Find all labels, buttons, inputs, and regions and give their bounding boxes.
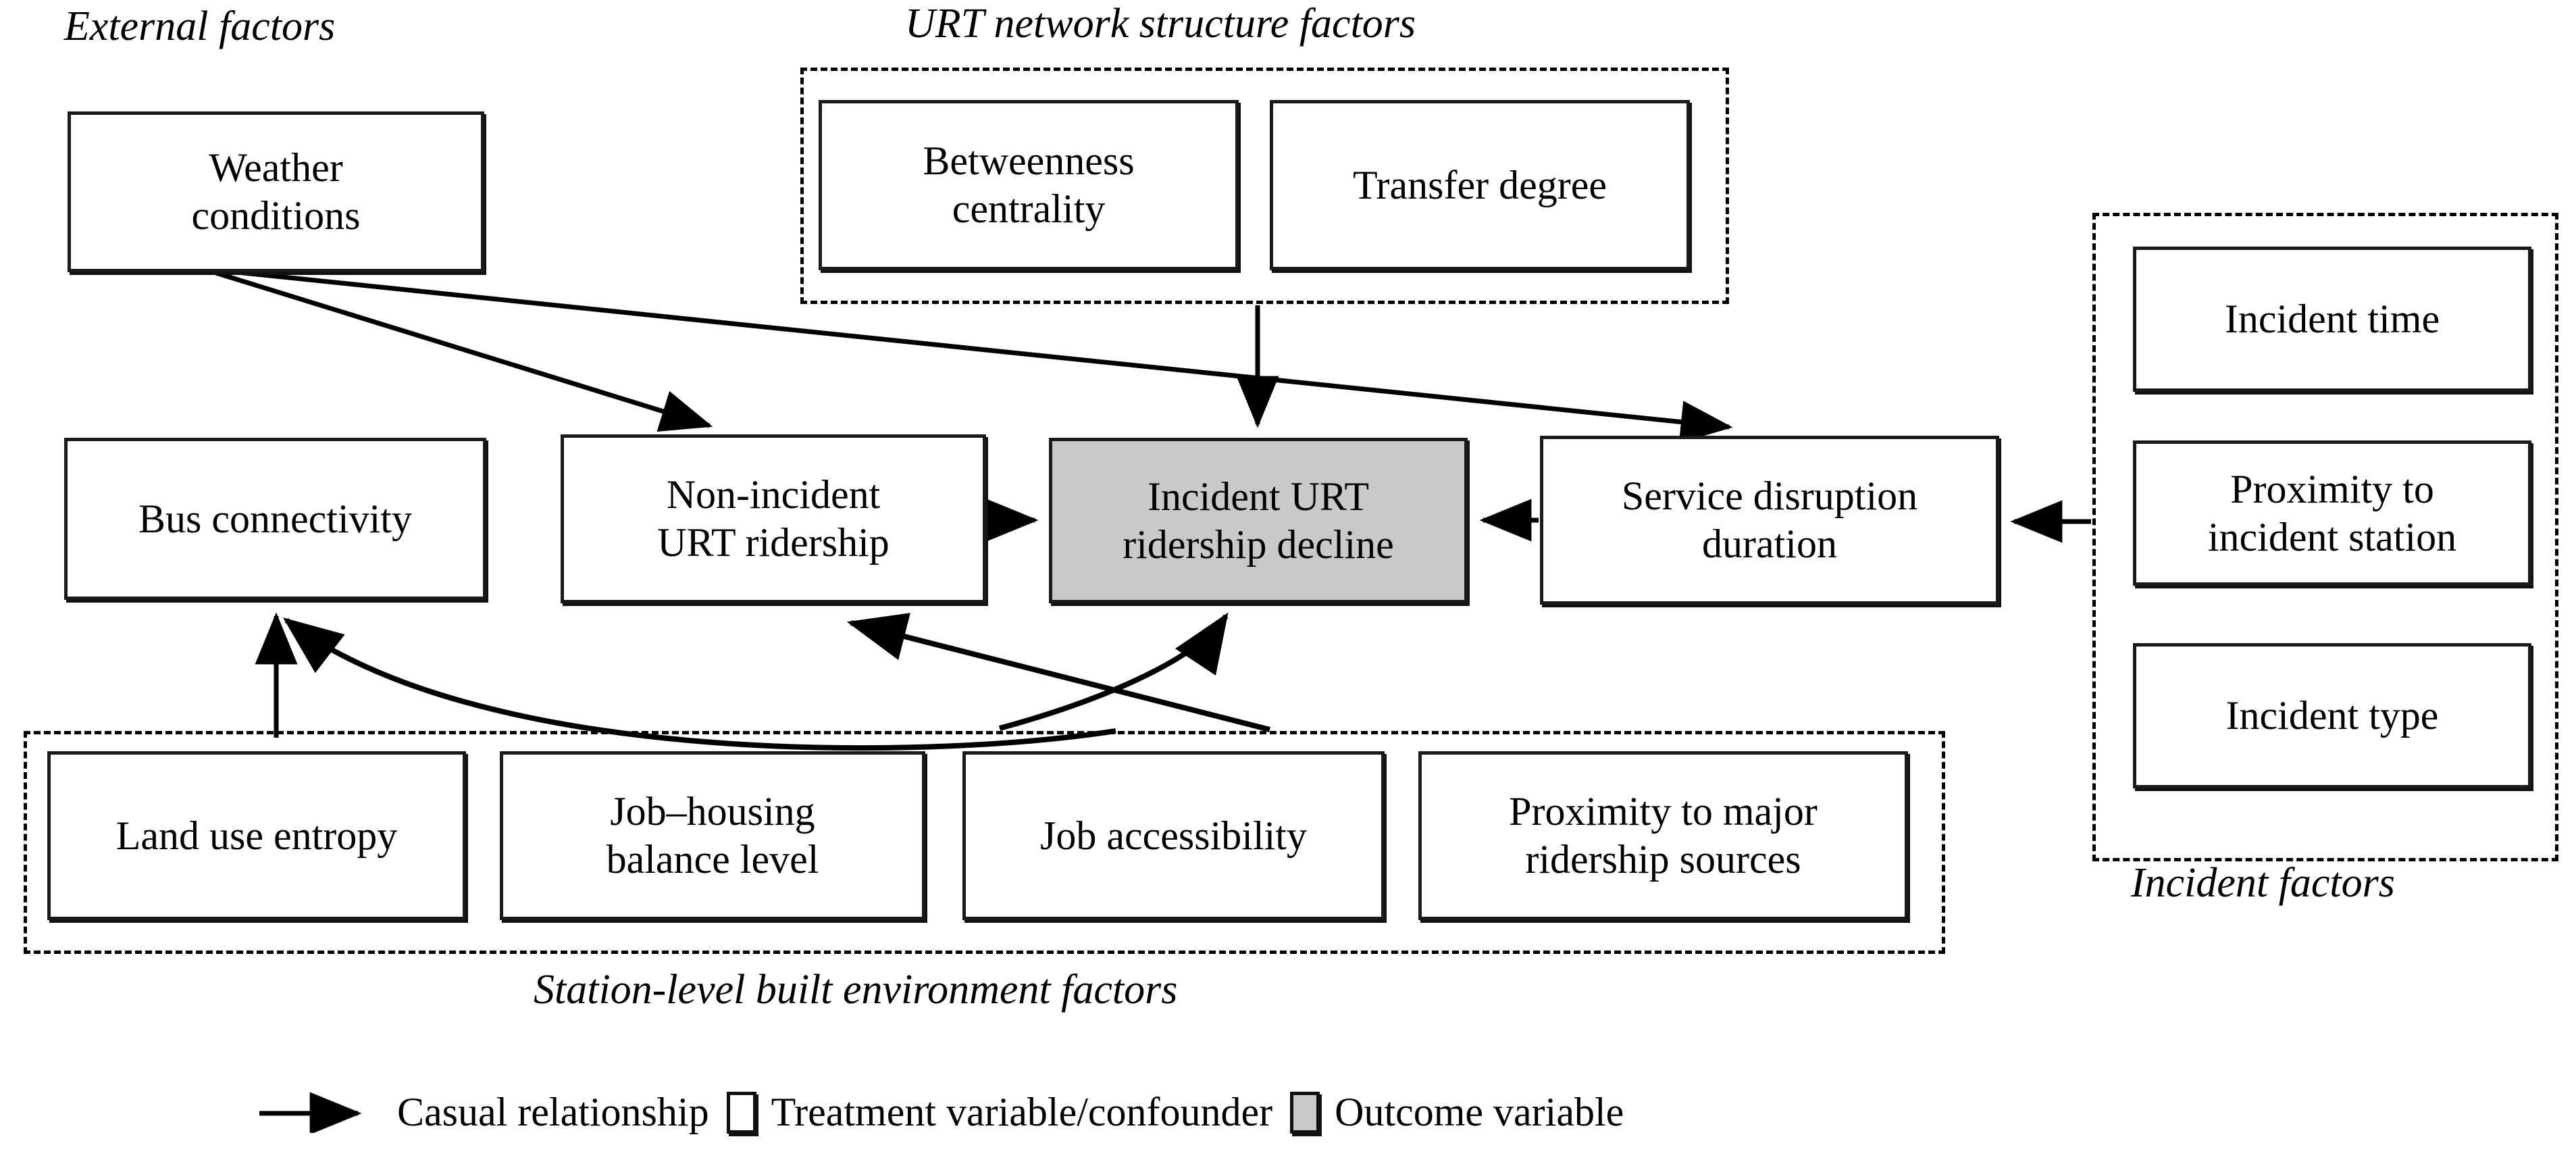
legend-label-outcome: Outcome variable [1335, 1090, 1624, 1134]
group-label-urt-network: URT network structure factors [905, 1, 1416, 47]
legend-item-outcome: Outcome variable [1272, 1089, 1624, 1136]
edge-builtenv-to-bus-curved [282, 617, 1116, 751]
edge-builtenv-to-nonincident [846, 613, 1270, 732]
arrow-icon [259, 1092, 362, 1133]
node-label: Land use entropy [115, 813, 398, 858]
node-label: Betweenness centrality [923, 138, 1135, 231]
node-incident-urt-ridership-decline[interactable]: Incident URT ridership decline [1049, 438, 1468, 603]
group-label-incident: Incident factors [2131, 860, 2395, 906]
node-betweenness-centrality[interactable]: Betweenness centrality [819, 100, 1239, 270]
white-square-icon [726, 1091, 756, 1134]
node-label: Job accessibility [1040, 813, 1307, 858]
legend-label-relationship: Casual relationship [397, 1090, 709, 1134]
legend-item-treatment: Treatment variable/confounder [709, 1089, 1273, 1136]
node-incident-type[interactable]: Incident type [2133, 643, 2531, 788]
node-label: Incident type [2225, 693, 2439, 738]
node-non-incident-urt-ridership[interactable]: Non-incident URT ridership [561, 434, 986, 603]
node-land-use-entropy[interactable]: Land use entropy [47, 751, 466, 920]
node-label: Bus connectivity [138, 496, 412, 541]
edge-builtenv-to-outcome-curved [998, 612, 1229, 731]
node-label: Non-incident URT ridership [657, 472, 890, 565]
node-incident-time[interactable]: Incident time [2133, 247, 2531, 392]
node-label: Proximity to incident station [2207, 466, 2457, 559]
node-label: Job–housing balance level [606, 789, 819, 882]
node-bus-connectivity[interactable]: Bus connectivity [64, 438, 486, 600]
node-label: Proximity to major ridership sources [1509, 789, 1818, 882]
node-job-accessibility[interactable]: Job accessibility [962, 751, 1385, 920]
legend-item-relationship: Casual relationship [257, 1089, 709, 1136]
legend-label-treatment: Treatment variable/confounder [771, 1090, 1273, 1134]
node-proximity-to-incident-station[interactable]: Proximity to incident station [2133, 440, 2531, 586]
group-label-external: External factors [64, 3, 336, 49]
node-label: Service disruption duration [1621, 474, 1918, 566]
node-label: Incident time [2224, 297, 2440, 342]
gray-square-icon [1290, 1091, 1320, 1134]
node-proximity-to-major-ridership-sources[interactable]: Proximity to major ridership sources [1418, 751, 1908, 920]
node-label: Incident URT ridership decline [1123, 474, 1394, 567]
node-weather-conditions[interactable]: Weather conditions [68, 111, 484, 272]
node-job-housing-balance-level[interactable]: Job–housing balance level [500, 751, 925, 920]
group-frame-incident [2092, 213, 2558, 861]
node-transfer-degree[interactable]: Transfer degree [1270, 100, 1690, 270]
legend: Casual relationship Treatment variable/c… [257, 1089, 1624, 1136]
edge-weather-to-nonincident [215, 270, 713, 432]
node-label: Weather conditions [191, 145, 361, 238]
group-label-built-env: Station-level built environment factors [534, 967, 1178, 1013]
node-label: Transfer degree [1353, 162, 1607, 207]
node-service-disruption-duration[interactable]: Service disruption duration [1540, 436, 1999, 605]
